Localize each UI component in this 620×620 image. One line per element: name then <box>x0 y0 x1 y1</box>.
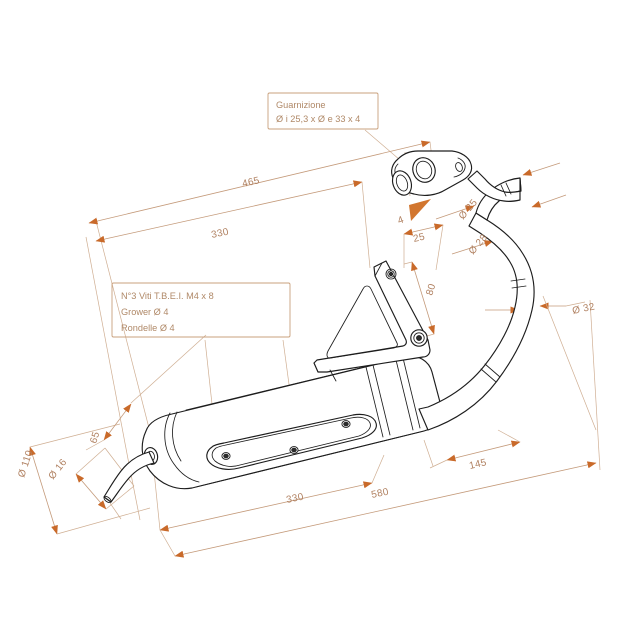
dimension-network <box>29 129 601 558</box>
label-80: 80 <box>424 282 438 297</box>
leader-pipe-upper <box>531 194 567 208</box>
dim-line-580 <box>174 461 597 558</box>
dim-line-dia-110 <box>29 446 58 535</box>
leader-hardware-note <box>204 339 213 405</box>
label-dia-16: Ø 16 <box>47 457 70 482</box>
bracket-hole-lower <box>410 329 428 347</box>
label-dia-32: Ø 32 <box>571 301 596 317</box>
label-330-bottom: 330 <box>285 491 305 505</box>
dim-line-dia-16 <box>75 473 107 510</box>
dim-line-145 <box>446 440 521 462</box>
hardware-note-line2: Grower Ø 4 <box>121 307 168 317</box>
label-65: 65 <box>88 430 102 445</box>
label-580: 580 <box>370 486 390 500</box>
label-25: 25 <box>412 232 426 245</box>
cover-screw-2 <box>289 446 299 454</box>
tail-drain-pipe <box>103 451 155 504</box>
exhaust-header-pipe <box>418 170 535 431</box>
gasket-note-box: Guarnizione Ø i 25,3 x Ø e 33 x 4 <box>267 92 379 130</box>
oval-cover-plate <box>206 413 377 470</box>
gasket-note-line2: Ø i 25,3 x Ø e 33 x 4 <box>276 114 360 124</box>
leader-dia-28 <box>451 240 494 255</box>
bracket-hole-upper <box>385 268 397 280</box>
hardware-note-line1: N°3 Viti T.B.E.I. M4 x 8 <box>121 291 214 301</box>
dim-line-80 <box>411 261 435 335</box>
cover-screw-1 <box>221 452 231 460</box>
leader-gasket-note <box>364 129 401 161</box>
leader-dia-25 <box>435 205 475 220</box>
callout-4-arrow: 4 <box>396 199 431 227</box>
cover-screw-3 <box>341 420 351 428</box>
silencer-canister <box>141 354 443 490</box>
dim-line-330-bottom <box>159 481 373 532</box>
dim-line-25 <box>403 223 444 236</box>
label-145: 145 <box>468 457 488 472</box>
gasket-ring <box>391 170 413 196</box>
dim-line-330-top <box>95 180 363 243</box>
label-465: 465 <box>241 175 261 190</box>
leader-pipe-top <box>522 162 561 176</box>
label-dia-110: Ø 110 <box>16 449 35 479</box>
hardware-note-line3: Rondelle Ø 4 <box>121 323 175 333</box>
dim-line-65 <box>103 403 132 441</box>
mounting-bracket <box>313 260 431 382</box>
gasket-note-line1: Guarnizione <box>276 100 326 110</box>
label-330-top: 330 <box>210 226 230 240</box>
callout-4-label: 4 <box>396 214 405 226</box>
hardware-note-box: N°3 Viti T.B.E.I. M4 x 8 Grower Ø 4 Rond… <box>111 282 291 338</box>
